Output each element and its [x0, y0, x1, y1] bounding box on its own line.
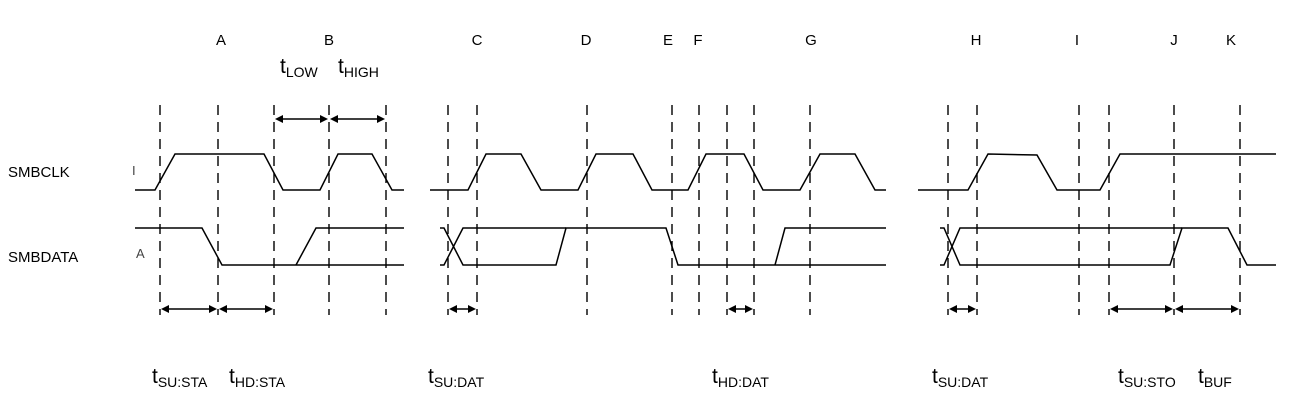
smbdata-segment-2c: [774, 227, 886, 266]
event-label-g: G: [805, 32, 817, 49]
event-label-k: K: [1226, 32, 1236, 49]
event-label-a: A: [216, 32, 226, 49]
event-label-i: I: [1075, 32, 1079, 49]
label-t-low: tLOW: [280, 55, 319, 80]
smbclk-segment-1: [135, 153, 404, 191]
smbdata-segment-3a: [940, 227, 1276, 266]
measure-t-high: [330, 115, 385, 123]
smbclk-waveform: [135, 153, 1276, 191]
measure-t-low: [275, 115, 328, 123]
smbdata-segment-1b: [295, 227, 404, 266]
arrowhead-right: [320, 115, 328, 123]
arrowhead-left: [275, 115, 283, 123]
label-t-high: tHIGH: [338, 55, 379, 80]
arrowhead-left: [330, 115, 338, 123]
smbdata-segment-1a: [135, 227, 404, 266]
measure-t-su-sta: [161, 305, 217, 313]
label-t-buf: tBUF: [1198, 365, 1232, 390]
smbdata-segment-2b: [440, 227, 566, 266]
label-t-su-dat-2: tSU:DAT: [932, 365, 989, 390]
smbdata-waveform: [135, 227, 1276, 266]
smbdata-segment-3b: [940, 227, 1182, 266]
measure-t-hd-dat: [728, 305, 753, 313]
event-label-j: J: [1170, 32, 1178, 49]
label-t-su-sta: tSU:STA: [152, 365, 208, 390]
signal-label-smbclk: SMBCLK: [8, 164, 70, 181]
data-stub-mark: A: [136, 246, 145, 261]
event-label-b: B: [324, 32, 334, 49]
label-t-hd-sta: tHD:STA: [229, 365, 286, 390]
signal-label-smbdata: SMBDATA: [8, 249, 78, 266]
measure-t-su-dat-2: [949, 305, 976, 313]
event-label-c: C: [472, 32, 483, 49]
event-label-d: D: [581, 32, 592, 49]
event-label-h: H: [971, 32, 982, 49]
measure-t-su-sto: [1110, 305, 1173, 313]
label-t-su-sto: tSU:STO: [1118, 365, 1176, 390]
measure-t-hd-sta: [219, 305, 273, 313]
clk-stub-mark: I: [132, 163, 136, 178]
measure-t-buf: [1175, 305, 1239, 313]
smbclk-segment-3: [918, 153, 1276, 191]
event-labels: A B C D E F G H I J K: [216, 32, 1236, 49]
smbclk-segment-2: [430, 153, 886, 191]
event-guides: [159, 105, 1241, 315]
label-t-hd-dat: tHD:DAT: [712, 365, 769, 390]
measure-t-su-dat-1: [449, 305, 476, 313]
label-t-su-dat-1: tSU:DAT: [428, 365, 485, 390]
smbdata-segment-2a: [440, 227, 886, 266]
event-label-f: F: [693, 32, 702, 49]
event-label-e: E: [663, 32, 673, 49]
arrowhead-right: [377, 115, 385, 123]
